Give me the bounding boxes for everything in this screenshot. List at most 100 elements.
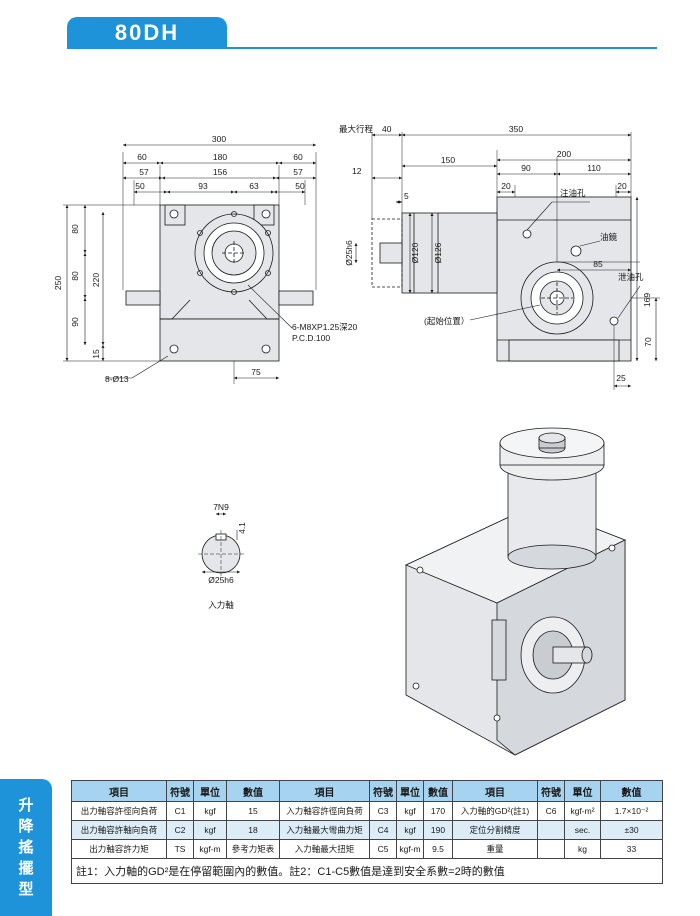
shaft-detail-labels: 7N9 4.1 Ø25h6 入力軸 [208, 502, 247, 610]
dim-label: 220 [91, 273, 101, 287]
dim-label: 40 [382, 124, 392, 134]
max-stroke-label: 最大行程 [339, 124, 374, 134]
spec-header-cell: 數值 [600, 780, 663, 802]
spec-cell: 15 [226, 801, 280, 821]
key-label: 7N9 [213, 502, 229, 512]
dim-label: 60 [293, 152, 303, 162]
spec-cell: 1.7×10⁻² [600, 801, 663, 821]
spec-cell: 定位分割精度 [452, 820, 538, 840]
spec-cell: C4 [369, 820, 397, 840]
dim-label: 169 [642, 293, 652, 307]
callout-pcd: P.C.D.100 [292, 333, 330, 343]
spec-header-cell: 單位 [564, 780, 601, 802]
spec-header-cell: 符號 [537, 780, 565, 802]
spec-header-row: 項目 符號 單位 數值 項目 符號 單位 數值 項目 符號 單位 數值 [71, 780, 663, 802]
front-view-dimensions [65, 143, 316, 384]
dim-label: 57 [139, 167, 149, 177]
dim-label: 70 [643, 337, 653, 347]
spec-cell: 入力軸最大扭矩 [279, 839, 370, 859]
spec-header-cell: 符號 [166, 780, 194, 802]
spec-cell: 重量 [452, 839, 538, 859]
spec-table: 項目 符號 單位 數值 項目 符號 單位 數值 項目 符號 單位 數值 出力軸容… [71, 780, 663, 884]
spec-cell: sec. [564, 820, 601, 840]
spec-header-cell: 數值 [423, 780, 453, 802]
spec-cell [537, 820, 565, 840]
dim-label: 200 [557, 149, 571, 159]
shaft-detail [198, 512, 244, 578]
dim-label: 60 [137, 152, 147, 162]
dim-label: 93 [198, 181, 208, 191]
dim-label: 350 [509, 124, 523, 134]
dim-label: 12 [352, 166, 362, 176]
spec-cell [537, 839, 565, 859]
spec-note: 註1：入力軸的GD²是在停留範圍內的數值。註2：C1-C5數值是達到安全系數=2… [71, 858, 663, 884]
dim-label: 15 [91, 349, 101, 359]
dim-label: 90 [70, 317, 80, 327]
dim-label: 180 [213, 152, 227, 162]
spec-cell: kgf [396, 820, 424, 840]
spec-cell: 190 [423, 820, 453, 840]
start-position-label: (起始位置） [424, 316, 469, 326]
header-rule [67, 47, 657, 49]
spec-header-cell: 數值 [226, 780, 280, 802]
technical-drawing: 300 60 180 60 57 156 57 50 93 63 50 80 8… [53, 124, 660, 756]
dim-label: 25 [616, 373, 626, 383]
spec-cell: 入力軸的GD²(註1) [452, 801, 538, 821]
dim-label: 250 [53, 276, 63, 290]
spec-cell: 33 [600, 839, 663, 859]
table-row: 出力軸容許徑向負荷 C1 kgf 15 入力軸容許徑向負荷 C3 kgf 170… [71, 801, 663, 821]
dim-label: Ø25h6 [344, 240, 354, 266]
dim-label: 150 [441, 155, 455, 165]
spec-cell: C6 [537, 801, 565, 821]
dim-label: 156 [213, 167, 227, 177]
front-view-labels: 300 60 180 60 57 156 57 50 93 63 50 80 8… [53, 134, 357, 384]
spec-cell: ±30 [600, 820, 663, 840]
isometric-view [405, 427, 626, 756]
spec-header-cell: 項目 [452, 780, 538, 802]
dim-label: 80 [70, 224, 80, 234]
spec-cell: kgf [396, 801, 424, 821]
spec-cell: 出力軸容許軸向負荷 [71, 820, 167, 840]
spec-cell: 入力軸容許徑向負荷 [279, 801, 370, 821]
callout-bolt: 6-M8XP1.25深20 [292, 322, 357, 332]
callout-holes: 8-Ø13 [105, 374, 129, 384]
spec-header-cell: 單位 [193, 780, 227, 802]
side-view-dimensions [354, 133, 658, 390]
model-title: 80DH [114, 20, 180, 45]
side-view [371, 132, 660, 362]
dim-label: Ø126 [433, 242, 443, 263]
model-title-tab: 80DH [67, 17, 227, 49]
spec-cell: C1 [166, 801, 194, 821]
spec-cell: 出力軸容許徑向負荷 [71, 801, 167, 821]
side-tab-char: 升 [18, 797, 34, 814]
spec-cell: TS [166, 839, 194, 859]
table-row: 出力軸容許軸向負荷 C2 kgf 18 入力軸最大彎曲力矩 C4 kgf 190… [71, 820, 663, 840]
dim-label: 75 [251, 367, 261, 377]
dim-label: 300 [212, 134, 226, 144]
oil-drain-label: 泄油孔 [618, 272, 644, 282]
dim-label: Ø120 [410, 242, 420, 263]
input-shaft-label: 入力軸 [208, 600, 234, 610]
oil-gauge-label: 油鏡 [600, 232, 618, 242]
dim-label: 20 [617, 181, 627, 191]
spec-cell: 18 [226, 820, 280, 840]
dim-label: 90 [521, 163, 531, 173]
spec-cell: kgf-m [193, 839, 227, 859]
shaft-dia-label: Ø25h6 [208, 575, 234, 585]
key-depth-label: 4.1 [237, 522, 247, 534]
spec-cell: kgf-m² [564, 801, 601, 821]
spec-header-cell: 項目 [279, 780, 370, 802]
spec-cell: C3 [369, 801, 397, 821]
dim-label: 5 [404, 191, 409, 201]
spec-cell: 9.5 [423, 839, 453, 859]
spec-cell: kgf-m [396, 839, 424, 859]
spec-cell: 入力軸最大彎曲力矩 [279, 820, 370, 840]
spec-header-cell: 項目 [71, 780, 167, 802]
spec-cell: kgf [193, 801, 227, 821]
side-tab-char: 擺 [18, 860, 34, 877]
spec-header-cell: 單位 [396, 780, 424, 802]
dim-label: 110 [587, 163, 601, 173]
side-tab-char: 降 [18, 818, 34, 835]
dim-label: 50 [295, 181, 305, 191]
table-row: 出力軸容許力矩 TS kgf-m 參考力矩表 入力軸最大扭矩 C5 kgf-m … [71, 839, 663, 859]
